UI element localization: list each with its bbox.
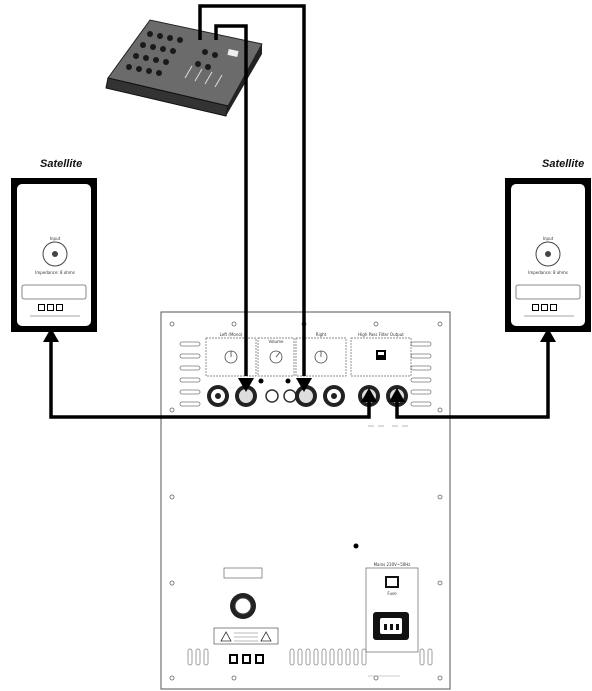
high-pass-label: High Pass Filter Output	[358, 332, 404, 337]
cable-mixer-left	[214, 24, 248, 376]
left-satellite: Input Impedance: 8 ohms	[11, 178, 97, 332]
right-satellite: Input Impedance: 8 ohms	[505, 178, 591, 332]
cables	[49, 4, 550, 419]
left-satellite-terminal-text: Input	[50, 236, 61, 241]
mains-label: Mains 230V~50Hz	[374, 562, 411, 567]
volume-label: Volume	[269, 339, 284, 344]
mixer	[105, 19, 263, 117]
right-satellite-terminal-text: Input	[543, 236, 554, 241]
left-satellite-impedance-text: Impedance: 8 ohms	[35, 270, 75, 275]
right-satellite-label: Satellite	[542, 158, 585, 170]
gain-knobs	[224, 350, 328, 364]
cable-out-right	[395, 338, 550, 419]
cable-out-left	[49, 338, 371, 419]
right-label: Right	[316, 332, 327, 337]
left-mono-label: Left (Mono)	[220, 332, 243, 337]
right-satellite-impedance-text: Impedance: 8 ohms	[528, 270, 568, 275]
cable-mixer-right	[198, 4, 306, 376]
fuse-label: Fuse	[387, 591, 397, 596]
left-satellite-label: Satellite	[40, 158, 83, 170]
cable-arrows	[43, 328, 556, 402]
